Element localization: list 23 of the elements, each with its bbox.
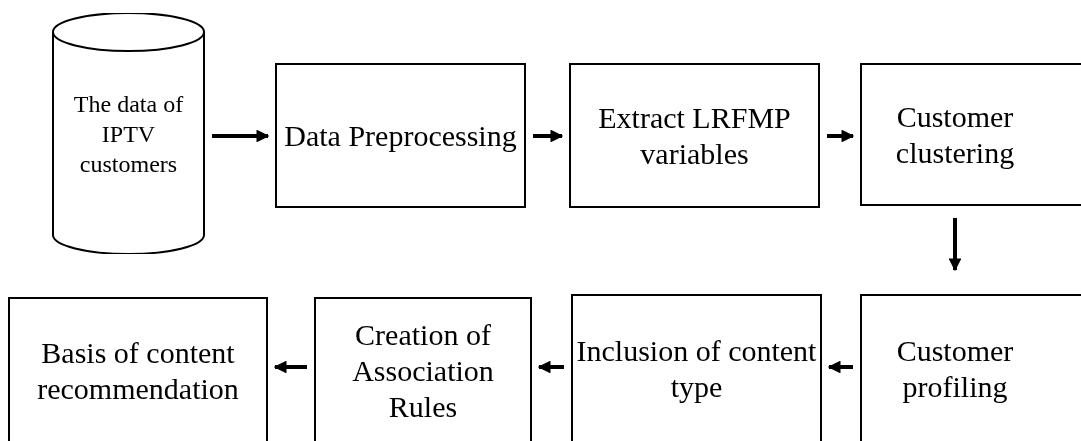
arrow [827, 129, 855, 143]
node-label: The data of IPTV customers [72, 89, 185, 179]
process-box [8, 297, 268, 441]
process-box [860, 63, 1081, 206]
arrow [533, 129, 564, 143]
node-label: Creation of Association Rules [351, 316, 495, 425]
arrow [212, 129, 270, 143]
node-label: Extract LRFMP variables [597, 99, 792, 172]
arrow [827, 360, 853, 374]
arrow [273, 360, 307, 374]
node-label: Data Preprocessing [284, 117, 517, 154]
arrow [948, 218, 962, 272]
process-box [314, 297, 532, 441]
process-box [275, 63, 526, 208]
arrow [537, 360, 564, 374]
node-label: Inclusion of content type [575, 333, 818, 405]
node-label: Customer clustering [894, 98, 1016, 171]
process-box [571, 294, 822, 441]
process-box [569, 63, 820, 208]
node-label: Basis of content recommendation [36, 334, 240, 407]
process-box [860, 294, 1081, 441]
node-label: Customer profiling [895, 333, 1015, 405]
database-cylinder [52, 13, 205, 254]
